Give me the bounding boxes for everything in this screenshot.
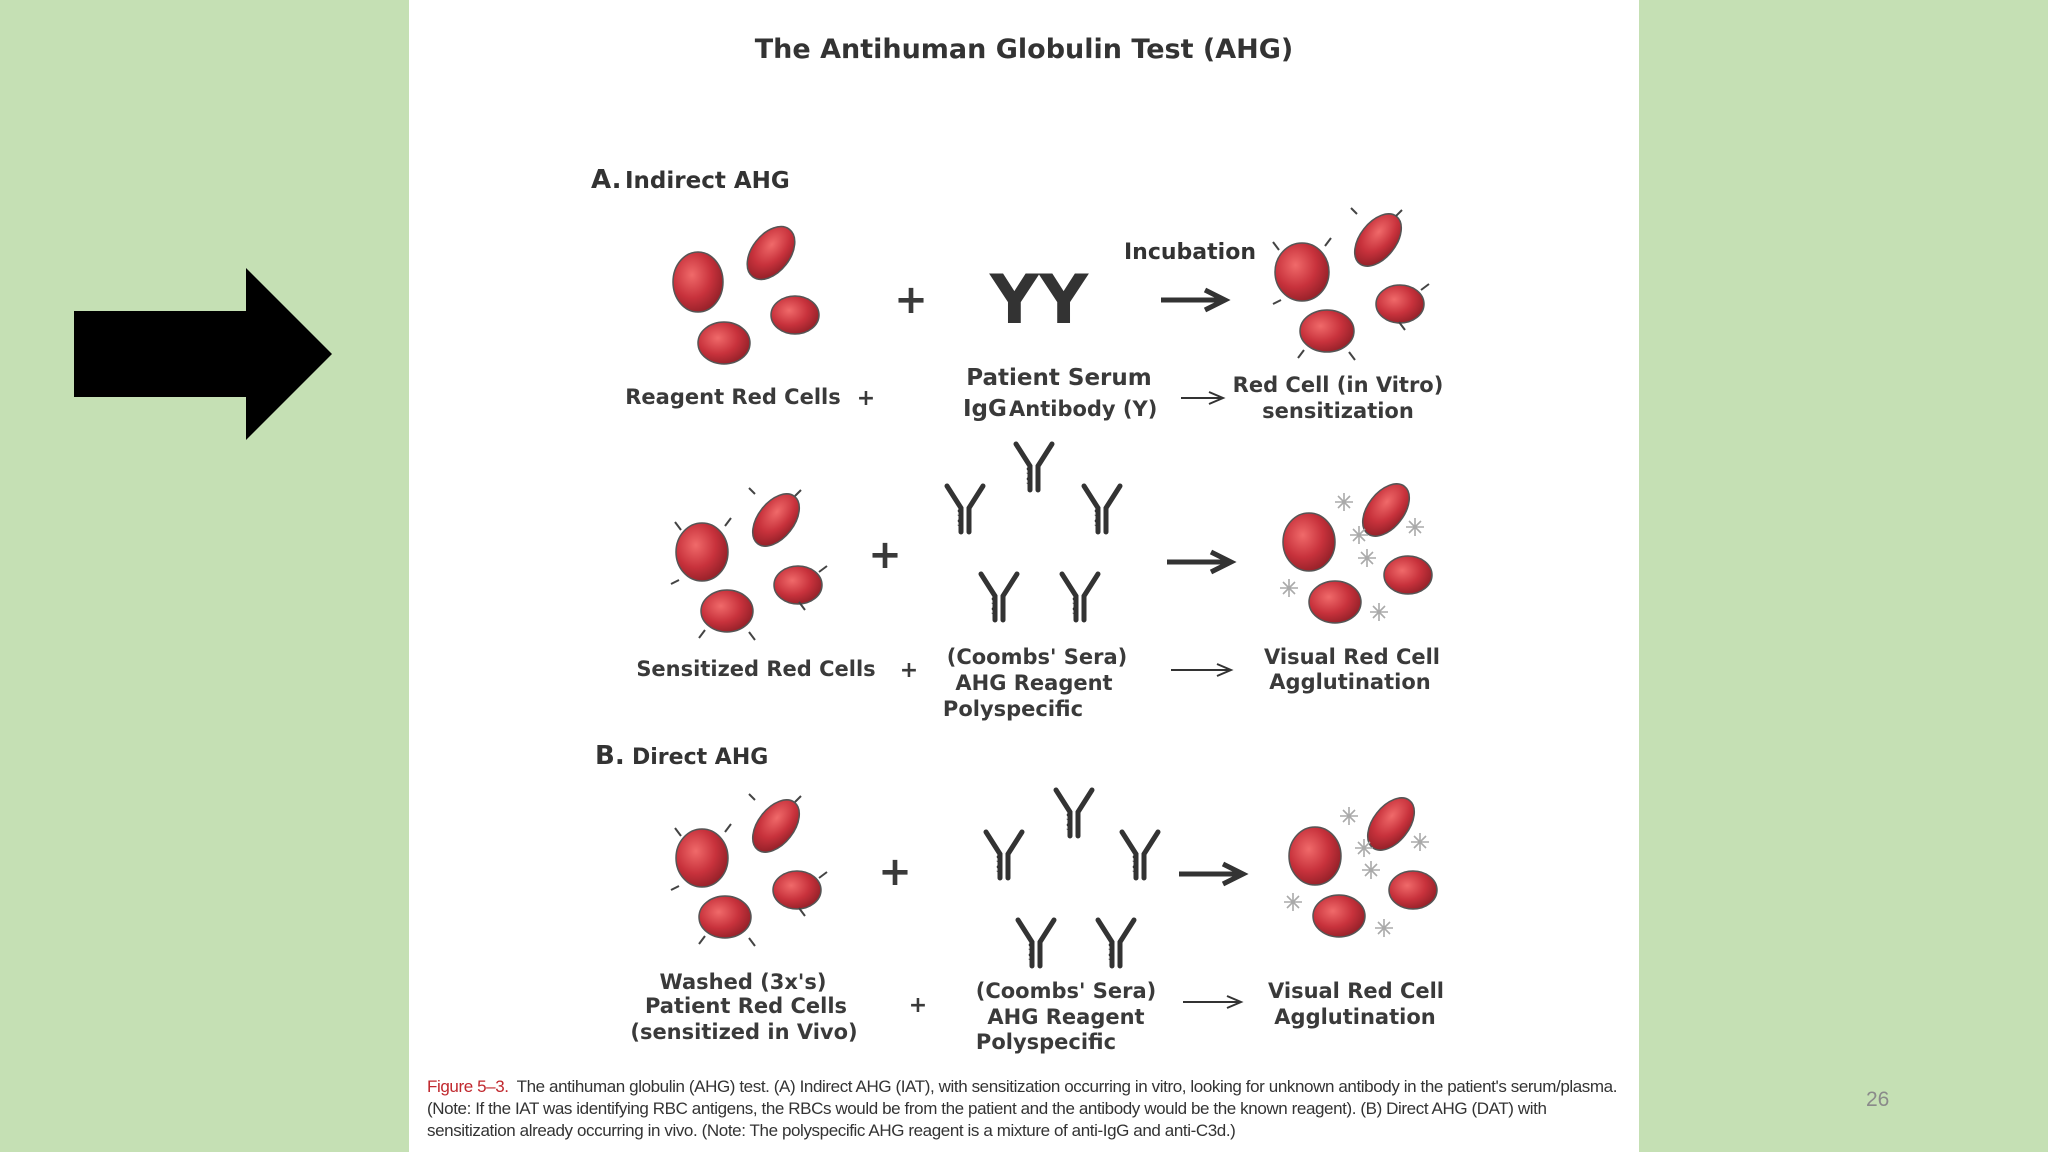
row2-label-plus: +	[900, 658, 918, 683]
row1-label-reagent-red-cells: Reagent Red Cells	[625, 385, 840, 409]
row1-yy-symbol: YY	[989, 261, 1089, 340]
row2-reaction-arrow	[1167, 549, 1237, 575]
row2-cells-sensitized	[670, 487, 828, 641]
row1-plus-symbol: +	[894, 277, 928, 323]
row2-label-coombs-sera: (Coombs' Sera)	[947, 645, 1128, 669]
row2-label-agglutination: Agglutination	[1269, 670, 1430, 694]
section-a-name: Indirect AHG	[625, 168, 790, 194]
row3-label-visual-red-cell: Visual Red Cell	[1268, 979, 1444, 1003]
row1-cells-plain	[672, 225, 820, 365]
row3-label-arrow	[1183, 995, 1244, 1009]
row2-label-arrow	[1171, 663, 1234, 677]
section-a-letter: A.	[591, 165, 621, 195]
slide-page-number: 26	[1866, 1088, 1890, 1111]
row3-cells-sensitized	[670, 793, 828, 947]
row1-incubation-label: Incubation	[1124, 240, 1256, 265]
row2-label-sensitized-red-cells: Sensitized Red Cells	[636, 657, 875, 681]
figure-title: The Antihuman Globulin Test (AHG)	[755, 34, 1294, 65]
row1-label-red-cell-in-vitro: Red Cell (in Vitro)	[1233, 373, 1444, 397]
caption-figure-label: Figure 5–3.	[427, 1077, 509, 1096]
row3-label-polyspecific: Polyspecific	[976, 1030, 1116, 1054]
section-b-letter: B.	[595, 741, 625, 771]
section-b-name: Direct AHG	[632, 745, 768, 770]
row2-label-ahg-reagent: AHG Reagent	[955, 671, 1112, 695]
row2-antibodies	[947, 444, 1120, 620]
ahg-diagram: S S The Antihuman Globulin Test (AHG) A.…	[591, 34, 1444, 1054]
row1-label-sensitization: sensitization	[1262, 399, 1414, 423]
caption-text: The antihuman globulin (AHG) test. (A) I…	[427, 1077, 1618, 1140]
row1-label-plus: +	[857, 386, 875, 411]
row3-label-ahg-reagent: AHG Reagent	[987, 1005, 1144, 1029]
row3-label-patient-red-cells: Patient Red Cells	[645, 994, 847, 1018]
row1-label-antibody-y: Antibody (Y)	[1009, 397, 1157, 421]
row3-label-washed: Washed (3x's)	[660, 970, 827, 994]
row1-cells-sensitized	[1272, 207, 1430, 361]
row2-label-visual-red-cell: Visual Red Cell	[1264, 645, 1440, 669]
row3-label-coombs-sera: (Coombs' Sera)	[976, 979, 1157, 1003]
row3-label-sensitized-in-vivo: (sensitized in Vivo)	[630, 1020, 857, 1044]
figure-caption: Figure 5–3.The antihuman globulin (AHG) …	[427, 1076, 1627, 1142]
row2-plus-symbol: +	[868, 532, 902, 578]
right-arrow-icon	[74, 268, 332, 440]
row3-label-plus: +	[909, 993, 927, 1018]
row1-label-igg: IgG	[963, 396, 1007, 422]
row1-label-arrow	[1181, 391, 1226, 405]
row3-antibodies	[986, 790, 1158, 966]
row3-reaction-arrow	[1179, 861, 1249, 887]
row3-label-agglutination: Agglutination	[1274, 1005, 1435, 1029]
figure-panel: S S The Antihuman Globulin Test (AHG) A.…	[409, 0, 1639, 1152]
row1-reaction-arrow	[1161, 287, 1231, 313]
row1-label-patient-serum: Patient Serum	[966, 365, 1151, 391]
row3-cells-agglutinated	[1283, 797, 1438, 938]
row2-cells-agglutinated	[1279, 483, 1433, 624]
row3-plus-symbol: +	[878, 849, 912, 895]
row2-label-polyspecific: Polyspecific	[943, 697, 1083, 721]
